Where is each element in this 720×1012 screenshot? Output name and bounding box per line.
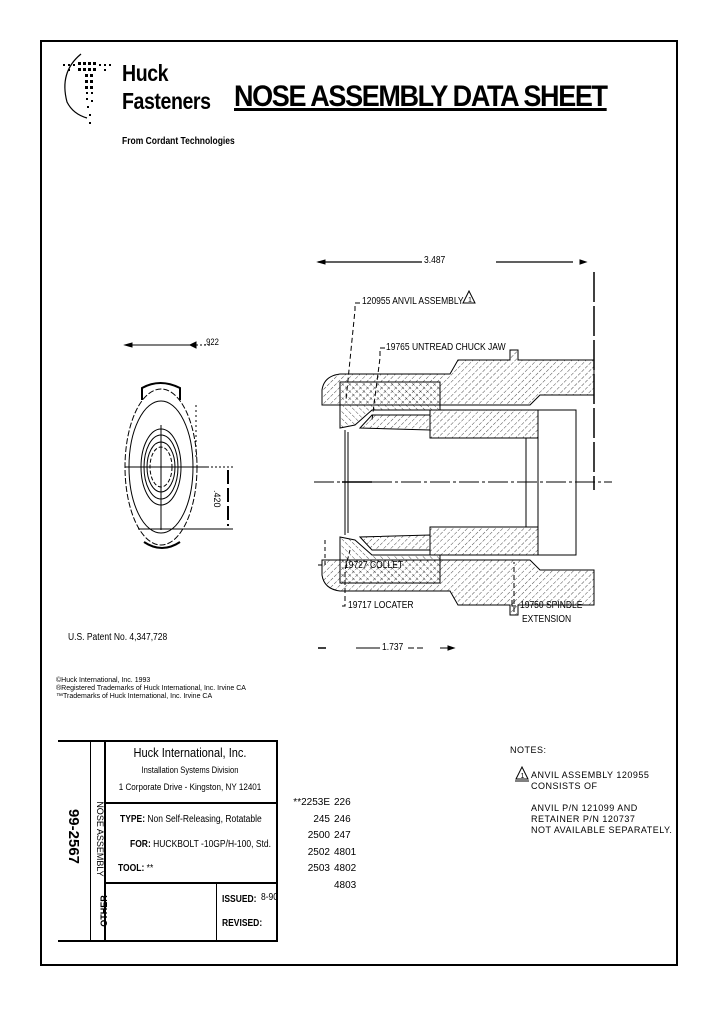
lower-length-dimension: 1.737: [382, 642, 404, 653]
revised-label: REVISED:: [222, 918, 263, 929]
note-line: CONSISTS OF: [531, 781, 598, 791]
note-line: ANVIL P/N 121099 AND: [531, 803, 638, 813]
tool-value: **: [146, 863, 154, 874]
type-value: Non Self-Releasing, Rotatable: [147, 814, 262, 825]
notes-body: ANVIL ASSEMBLY 120955 CONSISTS OF ANVIL …: [531, 770, 672, 836]
tool-number: 4803: [334, 879, 357, 891]
tool-number: 245: [313, 813, 330, 825]
note-marker-triangle-icon: 1: [462, 289, 476, 309]
page-title: NOSE ASSEMBLY DATA SHEET: [234, 80, 608, 113]
company-name: Huck International, Inc.: [133, 745, 247, 760]
tool-list-col1: **2253E 245 2500 2502 2503: [292, 795, 330, 878]
patent-number: U.S. Patent No. 4,347,728: [68, 632, 168, 643]
tool-label: TOOL:: [118, 863, 145, 874]
company-division: Installation Systems Division: [141, 765, 239, 775]
tool-number: 226: [334, 797, 351, 808]
notes-heading: NOTES:: [510, 745, 547, 755]
note-line: NOT AVAILABLE SEPARATELY.: [531, 825, 673, 835]
tool-number: 2503: [307, 863, 330, 874]
copyright-line: ©Huck International, Inc. 1993: [56, 677, 151, 684]
note-line: ANVIL ASSEMBLY 120955: [531, 770, 650, 780]
issued-label: ISSUED:: [222, 894, 257, 905]
callout-spindle: 19750 SPINDLE: [520, 600, 583, 611]
overall-length-dimension: 3.487: [424, 255, 446, 266]
document-number: 99-2567: [65, 808, 83, 865]
company-address: 1 Corporate Drive - Kingston, NY 12401: [118, 782, 262, 793]
svg-text:1: 1: [521, 773, 525, 780]
issued-date: 8-90: [261, 892, 279, 903]
type-label: TYPE:: [120, 814, 146, 825]
tool-number: 2500: [307, 830, 330, 841]
document-category: NOSE ASSEMBLY: [95, 801, 105, 877]
tool-number: 4802: [334, 863, 357, 874]
registered-trademark-line: ®Registered Trademarks of Huck Internati…: [56, 685, 246, 692]
front-view-drawing: [123, 341, 233, 549]
callout-chuck-jaw: 19765 UNTREAD CHUCK JAW: [386, 342, 506, 353]
huck-logo-icon: [55, 52, 115, 132]
trademark-line: ™Trademarks of Huck International, Inc. …: [56, 693, 213, 700]
title-block: 99-2567 NOSE ASSEMBLY Huck International…: [58, 740, 278, 942]
tool-number: 4801: [334, 846, 357, 858]
for-label: FOR:: [130, 839, 151, 850]
note-marker-triangle-icon: 1: [515, 765, 529, 787]
page-border: [40, 40, 678, 966]
callout-anvil-assembly: 120955 ANVIL ASSEMBLY: [362, 296, 464, 307]
callout-locater: 19717 LOCATER: [348, 600, 414, 611]
tool-number: 247: [334, 830, 351, 841]
logo-name-line1: Huck: [122, 60, 169, 86]
tool-number: 2502: [307, 846, 330, 858]
logo-name-line2: Fasteners: [122, 88, 211, 114]
svg-text:1: 1: [468, 297, 472, 304]
section-view-drawing: [314, 259, 612, 651]
callout-extension: EXTENSION: [522, 614, 572, 625]
height-dimension: .420: [212, 490, 222, 508]
tool-number: **2253E: [293, 797, 330, 808]
other-label: OTHER: [99, 895, 109, 927]
front-width-dimension: .922: [204, 337, 219, 347]
for-value: HUCKBOLT -10GP/H-100, Std.: [153, 839, 271, 850]
note-line: RETAINER P/N 120737: [531, 814, 636, 824]
tool-number: 246: [334, 813, 351, 825]
logo-tagline: From Cordant Technologies: [122, 136, 235, 147]
callout-collet: 19727 COLLET: [344, 560, 404, 571]
tool-list-col2: 226 246 247 4801 4802 4803: [334, 795, 356, 894]
